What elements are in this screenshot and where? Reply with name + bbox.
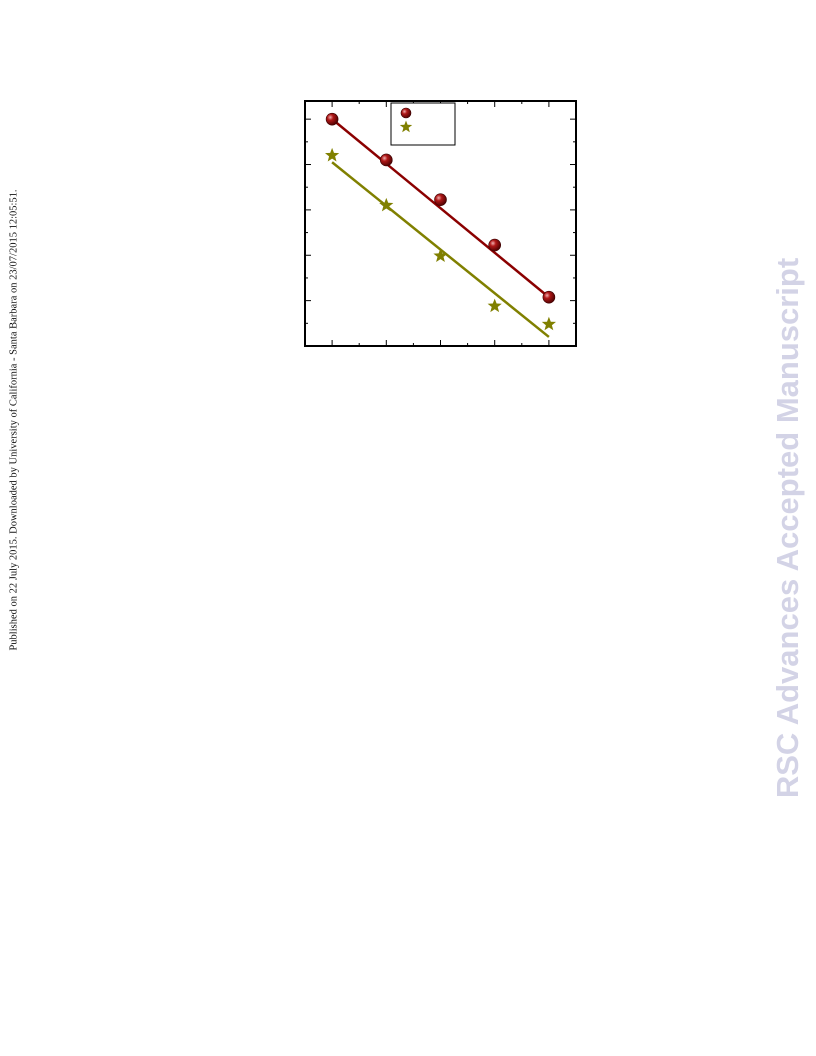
series-1-point xyxy=(379,153,393,167)
series-1-point xyxy=(542,290,556,304)
legend-star-marker xyxy=(399,120,413,133)
series-1-point xyxy=(488,238,502,252)
series-1-point xyxy=(434,193,447,206)
series-1-fit-line xyxy=(331,118,550,299)
series-2-point xyxy=(379,197,394,212)
series-2-point xyxy=(541,316,556,331)
legend-sphere-marker xyxy=(400,107,412,119)
series-2-point xyxy=(433,248,448,262)
plot-area xyxy=(304,100,577,347)
series-2-point xyxy=(487,298,502,313)
series-2-point xyxy=(325,147,340,162)
series-1-point xyxy=(325,112,339,126)
legend-box xyxy=(390,102,456,146)
